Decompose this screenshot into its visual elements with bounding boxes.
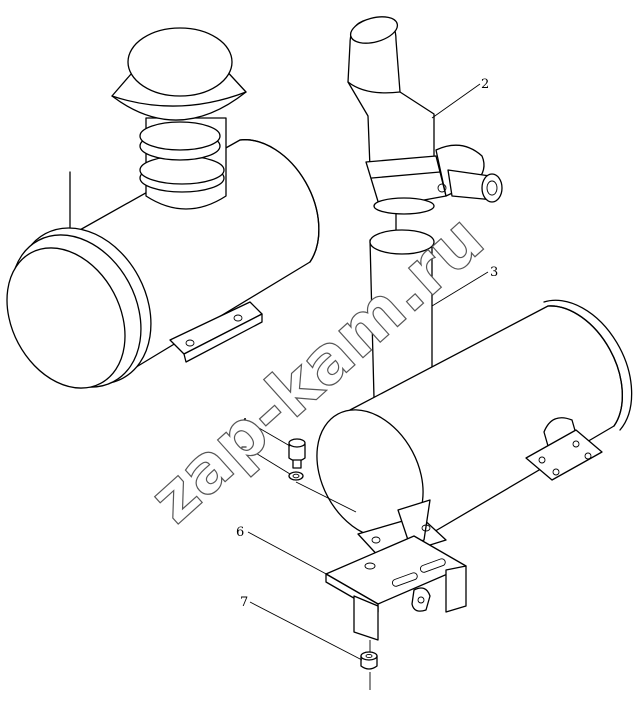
fasteners xyxy=(288,438,378,690)
bolt-shank xyxy=(292,459,302,469)
left-mount-bracket-edge xyxy=(183,313,263,363)
flange-hole-d xyxy=(552,468,560,476)
left-mount-hole-b xyxy=(233,314,243,322)
clamp-bolt-hole xyxy=(437,183,447,193)
center-line-5 xyxy=(295,481,357,513)
hex-nut-bore xyxy=(365,653,373,659)
left-mount-hole-a xyxy=(185,339,195,347)
bracket-leg-left xyxy=(353,595,379,641)
leader-3 xyxy=(431,271,489,307)
elbow-pipe-outlet xyxy=(349,16,399,44)
muffler-back-rim xyxy=(543,299,633,431)
side-connector-end xyxy=(481,173,503,203)
callout-labels: 2 3 4 5 6 7 xyxy=(236,77,498,610)
bracket-slot-b xyxy=(419,558,446,573)
side-connector-bore xyxy=(486,180,498,196)
bracket-tab-hole xyxy=(417,596,425,604)
pipe-bottom-ring xyxy=(373,197,435,215)
muffler-outlet-flange xyxy=(525,429,603,481)
lock-washer xyxy=(288,471,304,481)
leader-2 xyxy=(431,83,481,119)
left-cylinder-front-cap xyxy=(6,247,126,389)
hex-nut-top xyxy=(360,651,378,661)
bracket-tab xyxy=(411,587,431,612)
muffler-bracket xyxy=(325,535,467,641)
muffler-back-end xyxy=(547,305,623,427)
leader-4 xyxy=(251,423,291,447)
flange-hole-a xyxy=(538,456,546,464)
muffler-inlet-opening xyxy=(369,229,435,255)
leader-6 xyxy=(247,531,331,577)
mount-hole-b xyxy=(421,524,431,532)
callout-3: 3 xyxy=(490,265,498,280)
callout-7: 7 xyxy=(240,595,248,610)
leader-7 xyxy=(249,601,363,661)
callout-6: 6 xyxy=(236,525,244,540)
elbow-bend-line xyxy=(347,81,401,94)
callout-2: 2 xyxy=(481,77,489,92)
air-cleaner-assembly xyxy=(6,27,320,389)
callout-4: 4 xyxy=(240,417,248,432)
bolt-head-top xyxy=(288,438,306,448)
callout-5: 5 xyxy=(240,445,248,460)
mount-hole-a xyxy=(371,536,381,544)
flange-hole-b xyxy=(572,440,580,448)
lock-washer-bore xyxy=(292,473,300,479)
bracket-leg-right xyxy=(445,565,467,613)
bracket-hole xyxy=(364,562,376,570)
exhaust-elbow-pipe xyxy=(347,16,503,235)
precleaner-cap-rim xyxy=(111,91,247,107)
muffler-mount-neck xyxy=(397,499,431,547)
pipe-clamp-band xyxy=(371,171,441,179)
collar-upper-top xyxy=(139,121,221,151)
left-cylinder-back-end xyxy=(239,139,320,263)
callout-leaders xyxy=(247,83,489,661)
flange-hole-c xyxy=(584,452,592,460)
precleaner-cap-top xyxy=(127,27,233,97)
leader-5 xyxy=(253,451,291,475)
bracket-slot-a xyxy=(391,572,418,587)
